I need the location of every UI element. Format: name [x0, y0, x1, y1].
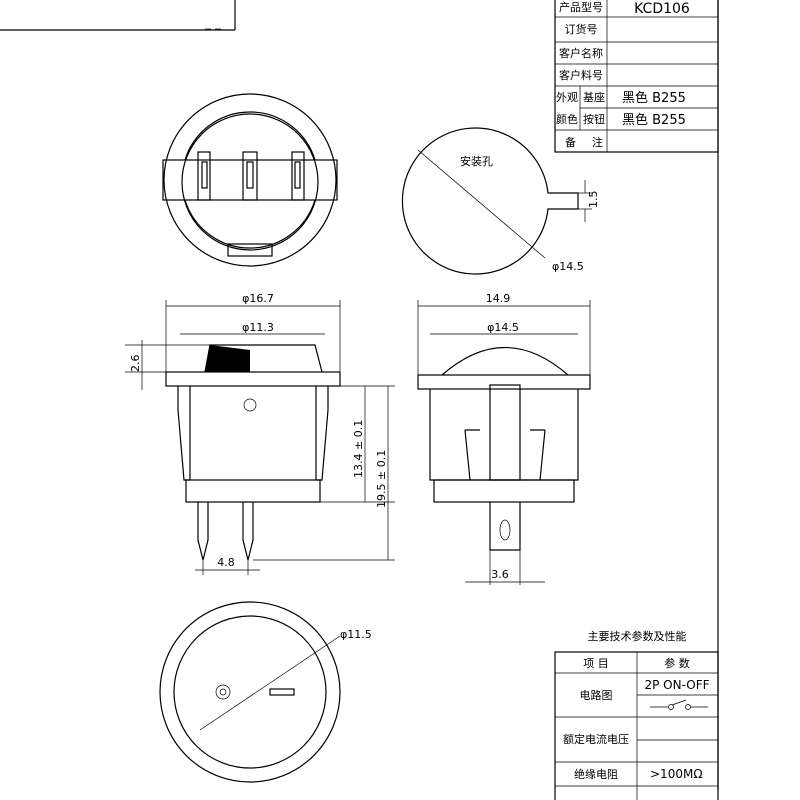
- base-color-value: 黑色 B255: [622, 90, 686, 106]
- bottom-view: φ11.5: [159, 601, 372, 783]
- rating-label: 额定电流电压: [563, 732, 629, 746]
- model-value: KCD106: [634, 1, 690, 17]
- flange-width-dimension: 14.9: [486, 292, 511, 305]
- spec-table: 主要技术参数及性能 项 目 参 数 电路图 2P ON-OFF 额定电流电压 绝…: [554, 629, 719, 800]
- mounting-hole-label: 安装孔: [460, 154, 493, 168]
- key-width-dimension: 1.5: [587, 191, 600, 209]
- circuit-label: 电路图: [580, 689, 613, 702]
- circuit-value: 2P ON-OFF: [644, 678, 709, 692]
- item-column-header: 项 目: [583, 657, 609, 670]
- pin-pitch-dimension: 4.8: [217, 556, 235, 569]
- color-label: 颜色: [556, 112, 578, 126]
- button-diameter-dimension: φ11.3: [242, 321, 274, 334]
- frame: [0, 0, 719, 790]
- remarks-label-2: 注: [592, 135, 603, 149]
- hole-diameter-dimension: φ14.5: [552, 260, 584, 273]
- total-height-dimension: 19.5 ± 0.1: [375, 450, 388, 508]
- customer-part-label: 客户料号: [559, 68, 603, 82]
- side-view: φ16.7 φ11.3 2.6 13.4 ± 0.1 19.5 ± 0.1 4.…: [125, 292, 395, 575]
- title-block: 产品型号 KCD106 订货号 客户名称 客户料号 外观 颜色 基座 按钮 黑色…: [554, 0, 719, 153]
- button-color-value: 黑色 B255: [622, 112, 686, 128]
- appearance-label: 外观: [556, 91, 578, 104]
- customer-name-label: 客户名称: [559, 46, 603, 60]
- remarks-label-1: 备: [565, 135, 576, 149]
- front-view: 14.9 φ14.5 3.6: [417, 292, 591, 585]
- top-view: [162, 93, 338, 267]
- base-label: 基座: [583, 90, 605, 104]
- insulation-label: 绝缘电阻: [574, 767, 618, 781]
- body-height-dimension: 13.4 ± 0.1: [352, 420, 365, 478]
- model-label: 产品型号: [559, 0, 603, 14]
- mounting-hole-view: 安装孔 1.5 φ14.5: [401, 127, 600, 275]
- insulation-value: >100MΩ: [650, 767, 702, 781]
- order-number-label: 订货号: [565, 22, 598, 36]
- button-label: 按钮: [583, 112, 605, 126]
- spec-table-title: 主要技术参数及性能: [588, 629, 687, 643]
- bottom-diameter-dimension: φ11.5: [340, 628, 372, 641]
- button-height-dimension: 2.6: [129, 355, 142, 373]
- pin-width-dimension: 3.6: [491, 568, 509, 581]
- flange-diameter-dimension: φ16.7: [242, 292, 274, 305]
- body-diameter-dimension: φ14.5: [487, 321, 519, 334]
- parameter-column-header: 参 数: [664, 656, 690, 670]
- switch-symbol-icon: [650, 699, 708, 710]
